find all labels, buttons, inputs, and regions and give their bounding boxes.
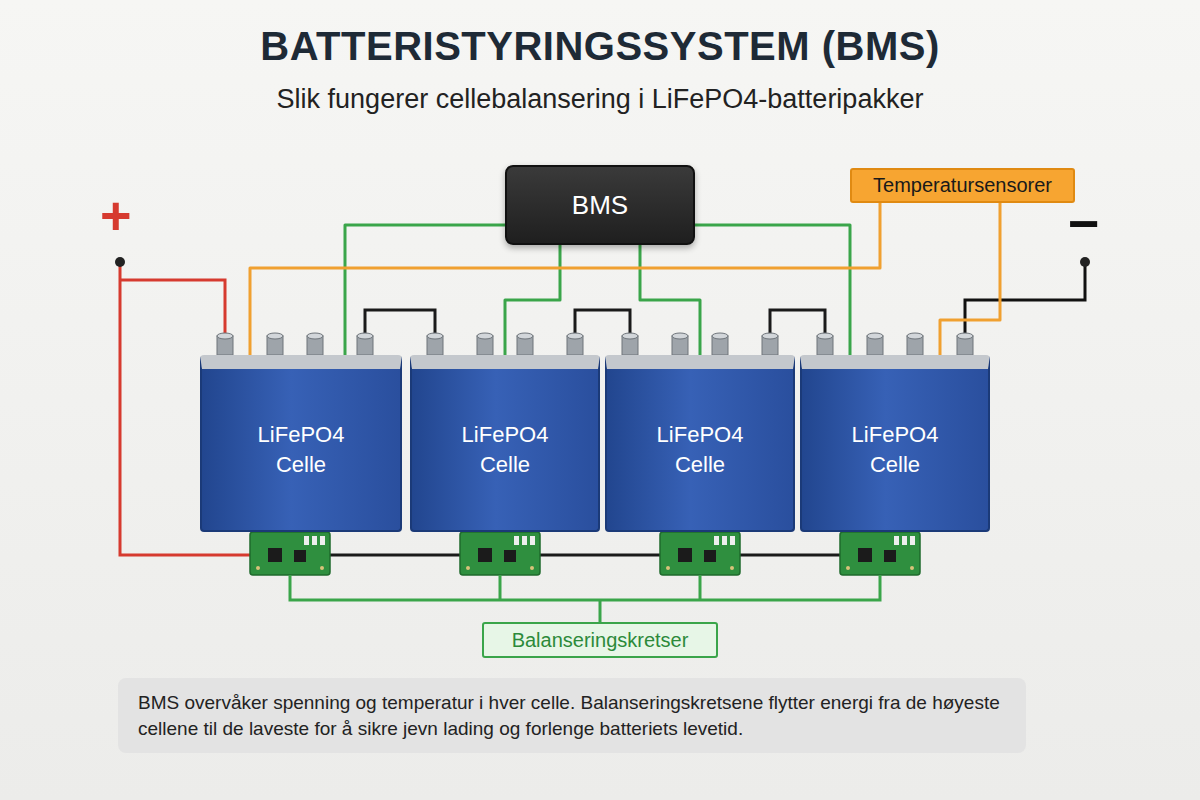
positive-wire [120,280,225,338]
wire-end [1080,257,1090,267]
terminal [517,333,533,355]
subtitle: Slik fungerer cellebalansering i LiFePO4… [0,84,1200,115]
signal-wire [695,225,850,355]
bms-box: BMS [505,165,695,245]
terminal [427,333,443,355]
terminal [622,333,638,355]
sensor-label-box: Temperatursensorer [850,168,1075,203]
terminal [867,333,883,355]
node-text: LiFePO4 Celle [246,420,356,479]
series-link [575,310,630,338]
signal-wire [345,225,505,355]
board-link [330,554,840,557]
title: BATTERISTYRINGSSYSTEM (BMS) [0,24,1200,69]
node-text: LiFePO4 Celle [645,420,755,479]
node-text: LiFePO4 Celle [450,420,560,479]
terminal [357,333,373,355]
battery-cell: LiFePO4 Celle [800,355,990,532]
series-link [365,310,435,338]
terminal [672,333,688,355]
terminal [762,333,778,355]
balancing-board [660,532,740,575]
terminal [267,333,283,355]
negative-wire [965,262,1085,338]
battery-cell: LiFePO4 Celle [200,355,402,532]
node-text: LiFePO4 Celle [840,420,950,479]
terminal [907,333,923,355]
caption-text: BMS overvåker spenning og temperatur i h… [118,678,1026,753]
balancing-board [250,532,330,575]
node-text: BMS [572,190,628,221]
balancing-board [460,532,540,575]
node-text: Temperatursensorer [873,174,1052,197]
terminal [477,333,493,355]
polarity-sign: + [100,188,132,242]
polarity-sign: − [1068,196,1100,250]
balancing-bus [290,575,880,622]
node-text: Balanseringskretser [512,629,689,652]
terminal [217,333,233,355]
terminal [567,333,583,355]
terminal [307,333,323,355]
terminal [712,333,728,355]
terminal [817,333,833,355]
balancing-label-box: Balanseringskretser [482,622,718,658]
series-link [770,310,825,338]
signal-wire [940,203,1000,355]
balancing-board [840,532,920,575]
battery-cell: LiFePO4 Celle [605,355,795,532]
battery-cell: LiFePO4 Celle [410,355,600,532]
signal-wire [505,245,560,355]
terminal [957,333,973,355]
signal-wire [640,245,700,355]
wire-end [115,257,125,267]
